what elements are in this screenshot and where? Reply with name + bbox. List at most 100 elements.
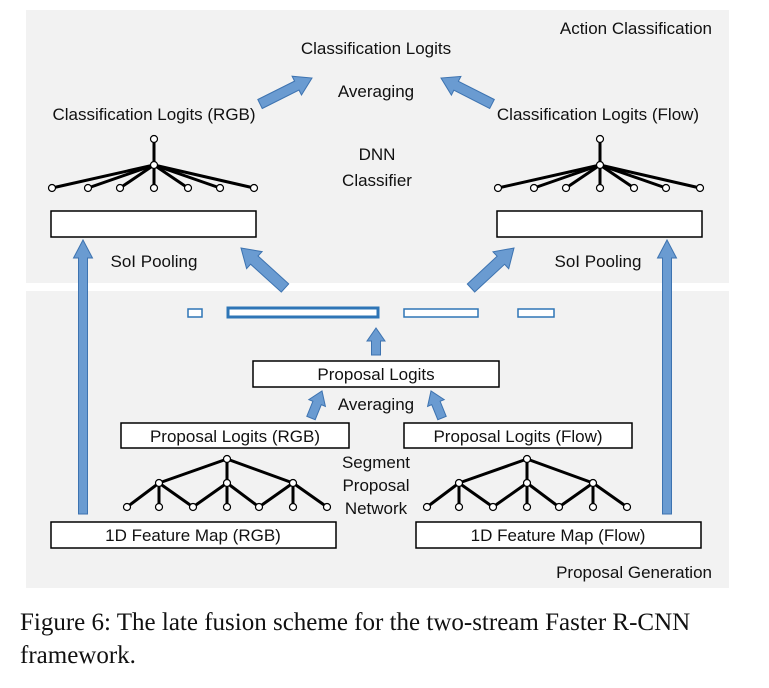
arrow-segment-to-soi-right [466,247,515,293]
tree-node [122,502,132,512]
tree-edge [558,481,594,509]
proposal-generation-title: Proposal Generation [556,563,712,582]
tree-node [629,183,639,193]
tree-node [222,502,232,512]
feature-map-flow-label: 1D Feature Map (Flow) [471,526,646,545]
tree-node [554,502,564,512]
tree-node [454,478,464,488]
segment-label: Segment [342,453,410,472]
tree-node [288,502,298,512]
tree-node [588,478,598,488]
proposal-logits-flow-box [403,422,633,449]
tree-node [115,183,125,193]
tree-edge [599,163,701,190]
arrow-feature-flow-to-classifier [656,238,678,515]
tree-edge [153,163,255,190]
segment-proposal-network-flow [422,454,632,512]
tree-node [595,134,605,144]
dnn-classifier-tree-flow [493,134,705,193]
tree-node [149,134,159,144]
tree-edge [153,163,189,190]
tree-node [661,183,671,193]
arrow-flow-to-averaging [440,75,495,110]
tree-edge [126,481,160,509]
segment-proposal-network-rgb [122,454,332,512]
tree-node [588,502,598,512]
tree-edge [158,481,194,509]
flow-arrows [72,75,678,515]
tree-node [154,502,164,512]
tree-node [622,502,632,512]
classifier-box-rgb [50,210,257,238]
tree-node [47,183,57,193]
tree-edge [426,481,460,509]
tree-edge [526,481,560,509]
segment-proposal-small [187,308,203,318]
tree-node [695,183,705,193]
tree-edge [119,163,155,190]
arrow-feature-rgb-to-classifier [72,238,94,515]
tree-edge [565,163,601,190]
tree-node [149,160,159,170]
tree-edge [292,481,328,509]
proposal-logits-box [252,360,500,388]
tree-edge [258,481,294,509]
tree-node [529,183,539,193]
proposal-logits-rgb-label: Proposal Logits (RGB) [150,427,320,446]
tree-node [522,454,532,464]
soi-pooling-left-label: SoI Pooling [111,252,198,271]
proposal-label: Proposal [342,476,409,495]
classification-logits-label: Classification Logits [301,39,451,58]
tree-node [488,502,498,512]
tree-node [522,478,532,488]
dnn-classifier-tree-rgb [47,134,259,193]
arrow-proposal-rgb-up [306,390,327,421]
figure-caption: Figure 6: The late fusion scheme for the… [20,609,691,669]
tree-node [561,183,571,193]
tree-node [522,502,532,512]
soi-pooling-right-label: SoI Pooling [555,252,642,271]
tree-edge [51,163,155,190]
arrow-proposal-flow-up [426,390,447,421]
tree-node [222,454,232,464]
tree-edge [497,163,601,190]
tree-edge [192,481,228,509]
dnn-label: DNN [359,145,396,164]
tree-edge [226,481,260,509]
tree-node [595,183,605,193]
arrow-segment-to-soi-left [240,247,290,293]
tree-node [422,502,432,512]
tree-edge [526,457,594,485]
action-classification-title: Action Classification [560,19,712,38]
tree-node [83,183,93,193]
tree-node [322,502,332,512]
tree-edge [599,163,635,190]
tree-node [188,502,198,512]
averaging-bottom-label: Averaging [338,395,414,414]
classification-logits-flow-label: Classification Logits (Flow) [497,105,699,124]
tree-node [493,183,503,193]
classifier-box-flow [496,210,703,238]
proposal-logits-rgb-box [120,422,350,449]
tree-edge [592,481,628,509]
arrow-rgb-to-averaging [257,75,313,110]
tree-node [222,478,232,488]
feature-map-rgb-label: 1D Feature Map (RGB) [105,526,281,545]
feature-map-flow-box [415,521,702,549]
classification-logits-rgb-label: Classification Logits (RGB) [52,105,255,124]
classifier-label: Classifier [342,171,412,190]
tree-edge [158,457,228,485]
tree-node [215,183,225,193]
tree-edge [458,481,494,509]
network-label: Network [345,499,408,518]
proposal-logits-flow-label: Proposal Logits (Flow) [433,427,602,446]
arrow-proposal-logits-up [366,327,386,356]
tree-node [595,160,605,170]
feature-map-rgb-box [50,521,337,549]
tree-edge [492,481,528,509]
tree-node [454,502,464,512]
tree-node [154,478,164,488]
tree-node [183,183,193,193]
tree-edge [533,163,601,190]
